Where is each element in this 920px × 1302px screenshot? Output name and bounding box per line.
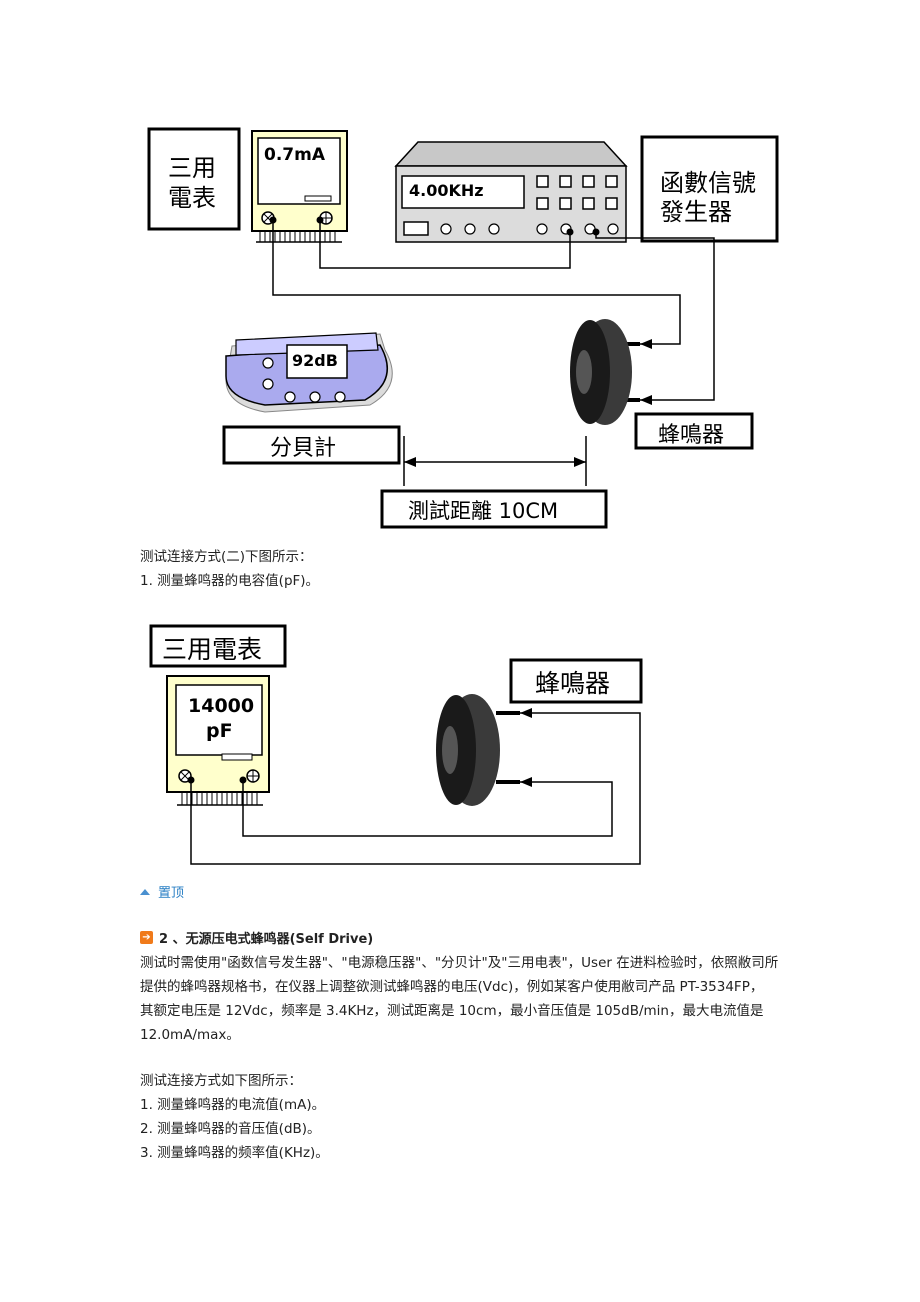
decibel-meter-label: 分貝計	[270, 436, 337, 461]
generator-reading: 4.00KHz	[409, 181, 484, 200]
measure-spl-item: 2. 测量蜂鸣器的音压值(dB)。	[140, 1121, 321, 1137]
buzzer-label-box-2	[509, 658, 643, 704]
decibel-meter-reading: 92dB	[292, 351, 338, 370]
caret-up-icon	[140, 889, 150, 895]
capacitance-reading-value: 14000	[188, 695, 255, 717]
function-generator-device	[394, 141, 628, 243]
multimeter-reading: 0.7mA	[264, 145, 325, 165]
multimeter-label-2: 三用電表	[162, 635, 263, 664]
buzzer-device-2	[436, 694, 520, 806]
section-2-title: 2 、无源压电式蜂鸣器(Self Drive)	[159, 932, 374, 947]
section-2-paragraph-line2: 提供的蜂鸣器规格书，在仪器上调整欲测试蜂鸣器的电压(Vdc)，例如某客户使用敝司…	[140, 979, 764, 995]
arrow-right-icon: ➔	[140, 931, 153, 944]
section-2-paragraph-line4: 12.0mA/max。	[140, 1027, 240, 1043]
measure-current-item: 1. 测量蜂鸣器的电流值(mA)。	[140, 1097, 326, 1113]
wiring	[272, 220, 715, 401]
section-2-heading: ➔ 2 、无源压电式蜂鸣器(Self Drive)	[140, 928, 373, 947]
diagram-connection-capacitance	[149, 624, 643, 865]
generator-label-box	[640, 135, 779, 243]
decibel-meter-label-box	[222, 425, 401, 465]
diagram-connection-current-spl	[147, 127, 779, 529]
buzzer-label: 蜂鳴器	[658, 423, 725, 448]
buzzer-label-box	[634, 412, 754, 450]
section-2-paragraph-line1: 测试时需使用"函数信号发生器"、"电源稳压器"、"分贝计"及"三用电表"，Use…	[140, 955, 779, 971]
back-to-top-label: 置顶	[158, 886, 185, 901]
distance-dimension	[403, 436, 587, 486]
multimeter-label-line1: 三用	[168, 154, 216, 182]
measure-frequency-item: 3. 测量蜂鸣器的频率值(KHz)。	[140, 1145, 329, 1161]
section-2-paragraph-line3: 其额定电压是 12Vdc，频率是 3.4KHz，测试距离是 10cm，最小音压值…	[140, 1003, 764, 1019]
buzzer-device	[570, 319, 640, 425]
connection-method-2-intro: 测试连接方式(二)下图所示：	[140, 549, 313, 565]
generator-label-line2: 發生器	[660, 198, 732, 226]
distance-label-box	[380, 489, 608, 529]
decibel-meter-device	[225, 332, 393, 413]
wiring-2	[190, 712, 641, 865]
measure-capacitance-item: 1. 测量蜂鸣器的电容值(pF)。	[140, 573, 320, 589]
multimeter-label-box	[147, 127, 241, 231]
distance-label: 測試距離 10CM	[408, 499, 559, 523]
back-to-top-link[interactable]: 置顶	[140, 882, 184, 901]
multimeter-label-line2: 電表	[168, 184, 216, 212]
connection-method-intro: 测试连接方式如下图所示：	[140, 1073, 302, 1089]
capacitance-reading-unit: pF	[206, 720, 233, 742]
buzzer-label-2: 蜂鳴器	[535, 669, 611, 698]
multimeter-label-box-2	[149, 624, 287, 668]
multimeter-device-2	[166, 675, 270, 806]
generator-label-line1: 函數信號	[660, 169, 756, 197]
